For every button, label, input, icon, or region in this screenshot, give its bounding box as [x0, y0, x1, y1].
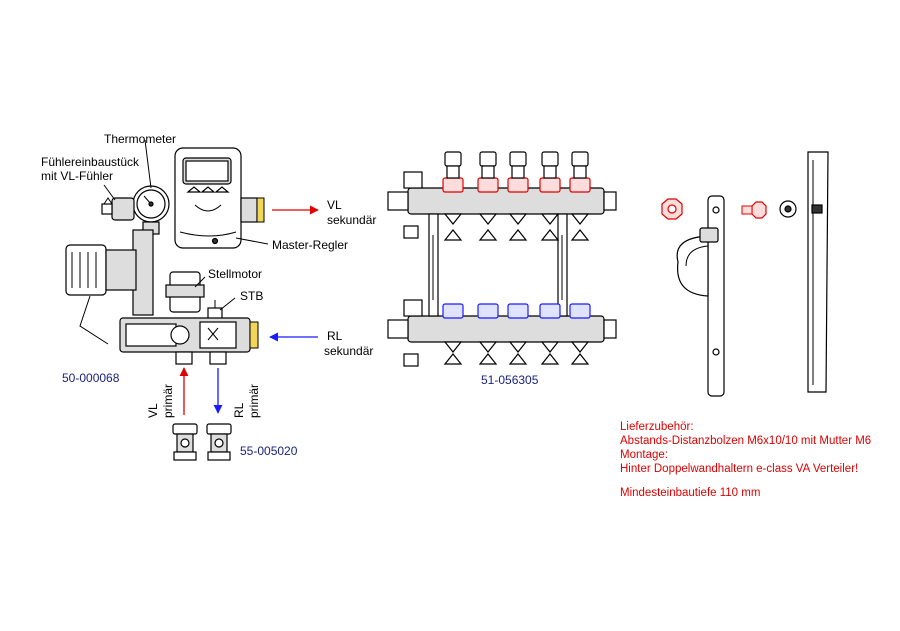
note-line-4: Hinter Doppelwandhaltern e-class VA Vert…: [620, 463, 858, 475]
rl-secondary-label-1: RL: [327, 329, 343, 343]
vl-primary-label-1: VL: [146, 403, 160, 418]
wall-rail: [807, 151, 829, 393]
return-outlets: [443, 341, 590, 365]
return-valves: [442, 303, 591, 319]
rl-primary-label-1: RL: [232, 402, 246, 418]
sensor-label-line2: mit VL-Fühler: [41, 169, 113, 183]
note-line-3: Montage:: [620, 449, 668, 461]
nut-m6: [661, 198, 683, 220]
mixing-block: [119, 317, 259, 365]
master-controller: [174, 147, 242, 249]
sensor-fitting: [101, 197, 135, 221]
wall-bracket: [676, 195, 725, 397]
actuator-motor: [165, 271, 205, 313]
accessories: [661, 151, 829, 397]
thermometer-label: Thermometer: [104, 132, 176, 146]
stb-label: STB: [240, 289, 263, 303]
stellmotor-label: Stellmotor: [208, 267, 262, 281]
lock-nut: [779, 200, 797, 218]
note-line-1: Lieferzubehör:: [620, 421, 694, 433]
supply-valves: [442, 151, 591, 193]
manifold: [387, 151, 617, 367]
rl-secondary-label-2: sekundär: [324, 344, 373, 358]
circulation-pump: [65, 244, 137, 345]
station-code: 50-000068: [62, 371, 120, 385]
note-line-2: Abstands-Distanzbolzen M6x10/10 mit Mutt…: [620, 435, 871, 447]
valves-code: 55-005020: [240, 444, 298, 458]
sensor-label-line1: Fühlereinbaustück: [41, 155, 140, 169]
spacer-bolt: [741, 201, 767, 219]
vl-secondary-label-2: sekundär: [327, 213, 376, 227]
leader-lines: [103, 139, 269, 311]
ball-valve-vl: [172, 423, 198, 461]
manifold-code: 51-056305: [481, 373, 539, 387]
supply-outlets: [443, 213, 590, 241]
note-line-5: Mindesteinbautiefe 110 mm: [620, 487, 760, 499]
vl-secondary-label-1: VL: [327, 198, 342, 212]
thermometer-gauge: [132, 185, 170, 235]
rl-primary-label-2: primär: [247, 384, 261, 418]
master-regler-label: Master-Regler: [272, 238, 348, 252]
vl-primary-label-2: primär: [161, 384, 175, 418]
pump-station: [65, 147, 265, 365]
ball-valve-rl: [206, 423, 232, 461]
